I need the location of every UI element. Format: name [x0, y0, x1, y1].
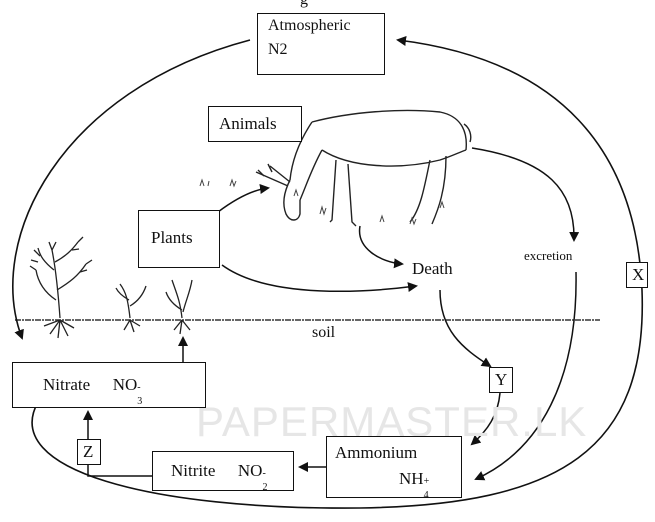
- z-marker: Z: [77, 439, 101, 465]
- nitrite-text: Nitrite NO-2: [171, 461, 270, 481]
- n2-label: N2: [268, 41, 288, 59]
- arrow-plants-to-animals: [218, 188, 268, 212]
- nitrate-formula: NO: [113, 375, 138, 394]
- y-label: Y: [495, 370, 507, 390]
- nitrite-box: Nitrite NO- 2: [152, 451, 294, 491]
- nitrite-charge: -: [262, 468, 265, 479]
- nitrate-text: Nitrate NO-3: [43, 375, 145, 395]
- title-fragment: g: [300, 0, 308, 9]
- arrow-animals-to-excretion: [472, 148, 574, 240]
- arrow-plants-to-death: [222, 265, 416, 291]
- ammonium-box: Ammonium NH+4: [326, 436, 462, 498]
- nitrite-name: Nitrite: [171, 461, 215, 480]
- arrow-death-to-y: [440, 290, 490, 366]
- atmospheric-label: Atmospheric: [268, 17, 351, 35]
- nitrate-subscript: 3: [137, 396, 142, 407]
- nitrite-formula: NO: [238, 461, 263, 480]
- nitrate-name: Nitrate: [43, 375, 90, 394]
- plants-box: Plants: [138, 210, 220, 268]
- animals-label: Animals: [219, 114, 277, 134]
- nitrite-subscript: 2: [262, 482, 267, 493]
- x-marker: X: [626, 262, 648, 288]
- x-label: X: [632, 265, 644, 285]
- ammonium-name: Ammonium: [335, 443, 417, 463]
- y-marker: Y: [489, 367, 513, 393]
- ammonium-formula-wrap: NH+4: [399, 469, 432, 489]
- ammonium-subscript: 4: [424, 490, 429, 501]
- ammonium-formula: NH: [399, 469, 424, 488]
- nitrate-box: Nitrate NO- 3: [12, 362, 206, 408]
- animals-box: Animals: [208, 106, 302, 142]
- excretion-label: excretion: [524, 248, 572, 264]
- nitrate-charge: -: [137, 382, 140, 393]
- arrow-animals-to-death: [360, 226, 402, 264]
- z-label: Z: [83, 442, 93, 462]
- soil-label: soil: [312, 324, 335, 342]
- death-label: Death: [412, 259, 453, 279]
- plants-label: Plants: [151, 228, 193, 248]
- grass-tufts: [200, 180, 444, 224]
- ammonium-charge: +: [424, 476, 430, 487]
- atmospheric-n2-box: Atmospheric N2: [257, 13, 385, 75]
